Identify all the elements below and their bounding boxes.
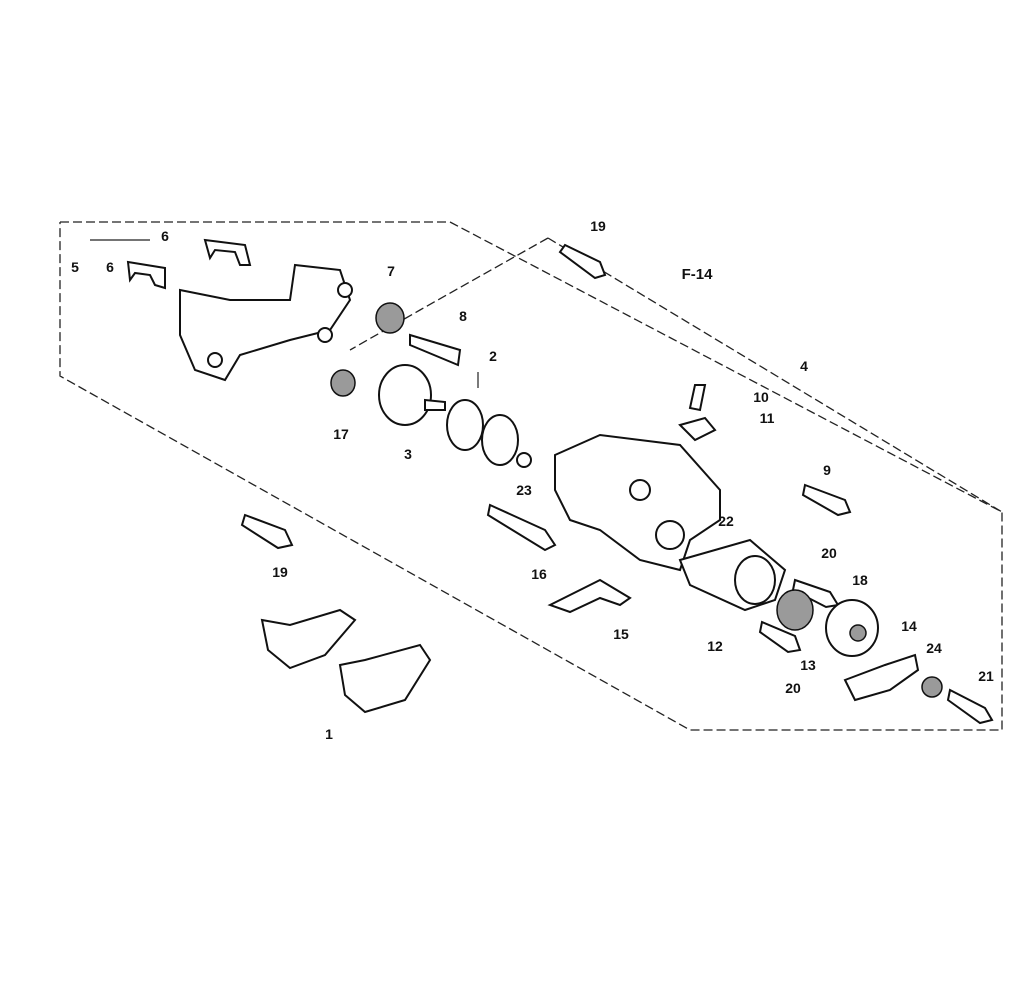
callout-label: 15 <box>613 626 629 642</box>
callout-label: 17 <box>333 426 349 442</box>
callout-label: 19 <box>590 218 606 234</box>
bolt-19-lower <box>240 513 294 550</box>
assembly-outline <box>59 221 1003 731</box>
piston-3 <box>378 364 446 426</box>
caliper-body-outline <box>547 237 1003 513</box>
callout-label: 9 <box>823 462 831 478</box>
callout-label: 2 <box>489 348 497 364</box>
callout-label: 16 <box>531 566 547 582</box>
pin-bolt-8 <box>409 333 462 367</box>
pad-spring-lower <box>126 260 166 290</box>
callout-label: 11 <box>760 410 775 426</box>
callout-label: 10 <box>753 389 769 405</box>
bracket-14 <box>843 653 920 702</box>
callout-label: 3 <box>404 446 412 462</box>
nut-24 <box>921 676 943 698</box>
bolt-9 <box>801 483 852 517</box>
callout-label: 23 <box>516 482 532 498</box>
callout-label: 20 <box>821 545 837 561</box>
brake-pads-1 <box>260 608 432 714</box>
callout-label: 14 <box>901 618 917 634</box>
boot-17 <box>330 369 356 397</box>
piston-housing-12 <box>678 538 787 612</box>
callout-label: 21 <box>978 668 994 684</box>
reference-label: F-14 <box>682 266 714 283</box>
spring-13 <box>776 589 814 631</box>
cap-11 <box>678 416 717 442</box>
bleeder-10 <box>688 384 707 412</box>
bolt-19-top <box>558 243 607 280</box>
callout-label: 6 <box>161 228 169 244</box>
bolt-20-lower <box>758 620 802 654</box>
pin-16 <box>486 503 557 552</box>
pad-spring-upper <box>203 238 252 266</box>
callout-label: 24 <box>926 640 942 656</box>
cap-18 <box>825 599 879 657</box>
pad-spring-15 <box>547 578 632 614</box>
bolt-20-upper <box>791 578 840 609</box>
callout-label: 1 <box>325 726 333 742</box>
washer-23 <box>516 452 532 468</box>
callout-label: 4 <box>800 358 808 374</box>
caliper-bracket <box>179 263 353 382</box>
callout-label: 20 <box>785 680 801 696</box>
callout-label: 19 <box>272 564 288 580</box>
piston-seals-2 <box>446 399 519 466</box>
boot-7 <box>375 302 405 334</box>
callout-label: 18 <box>852 572 868 588</box>
callout-label: 6 <box>106 259 114 275</box>
caliper-body <box>554 433 721 572</box>
callout-label: 7 <box>387 263 395 279</box>
callout-label: 13 <box>800 657 816 673</box>
callout-label: 22 <box>718 513 734 529</box>
callout-label: 5 <box>71 259 79 275</box>
callout-label: 8 <box>459 308 467 324</box>
bolt-21 <box>946 688 994 725</box>
callout-label: 12 <box>707 638 723 654</box>
